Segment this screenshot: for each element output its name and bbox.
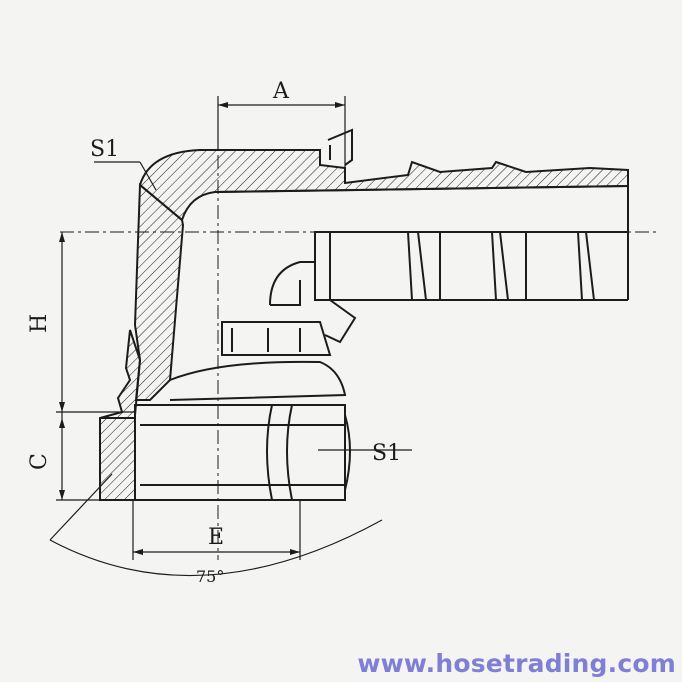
label-angle: 75° [196,567,224,586]
label-nut-size: S1 [372,441,401,466]
label-dim-c: C [27,453,52,470]
barb-1 [406,231,428,301]
elbow-diagonal-wall [133,182,185,401]
hex-nut [134,404,346,501]
swivel-collar [169,360,347,401]
bore-step [314,231,331,301]
locking-pin [324,299,357,344]
inner-bend [269,261,315,306]
barb-2 [490,231,510,301]
label-dim-a: A [272,79,290,104]
label-dim-h: H [27,314,52,333]
swivel-ring [221,321,332,356]
retaining-clip [327,128,353,166]
label-dim-e: E [208,525,224,550]
watermark-url: www.hosetrading.com [357,649,676,678]
angle-arc [49,519,383,577]
label-seal-top: S1 [90,137,119,162]
barb-3 [576,231,596,301]
elbow-upper-wall [138,149,629,222]
bore-top [214,185,629,193]
